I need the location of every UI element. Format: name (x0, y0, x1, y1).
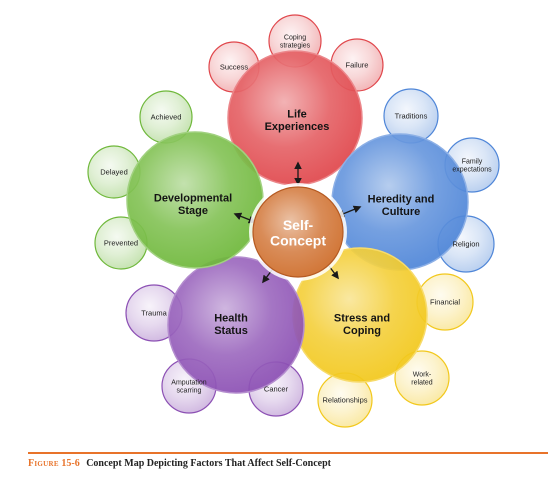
center-label: Self-Concept (270, 217, 326, 249)
sub-node-label: Achieved (151, 113, 182, 122)
sub-node-label: Prevented (104, 239, 138, 248)
figure-caption: Figure 15-6 Concept Map Depicting Factor… (28, 458, 331, 469)
sub-node-label: Cancer (264, 385, 289, 394)
sub-node-label: Failure (346, 61, 369, 70)
sub-node-label: Religion (452, 240, 479, 249)
sub-node-label: Traditions (395, 112, 428, 121)
figure-number: 15-6 (61, 458, 80, 469)
sub-node-label: Work-related (411, 372, 433, 387)
sub-node-label: Success (220, 63, 249, 72)
sub-node-label: Delayed (100, 168, 128, 177)
sub-node-label: Trauma (141, 309, 167, 318)
sub-node-label: Relationships (322, 396, 367, 405)
factor-node-health (167, 256, 305, 394)
sub-node-label: Financial (430, 298, 460, 307)
figure-title: Concept Map Depicting Factors That Affec… (86, 458, 331, 469)
center-node (252, 186, 344, 278)
figure-label: Figure (28, 458, 59, 469)
sub-node-stress-1 (394, 350, 450, 406)
caption-rule (28, 452, 548, 454)
